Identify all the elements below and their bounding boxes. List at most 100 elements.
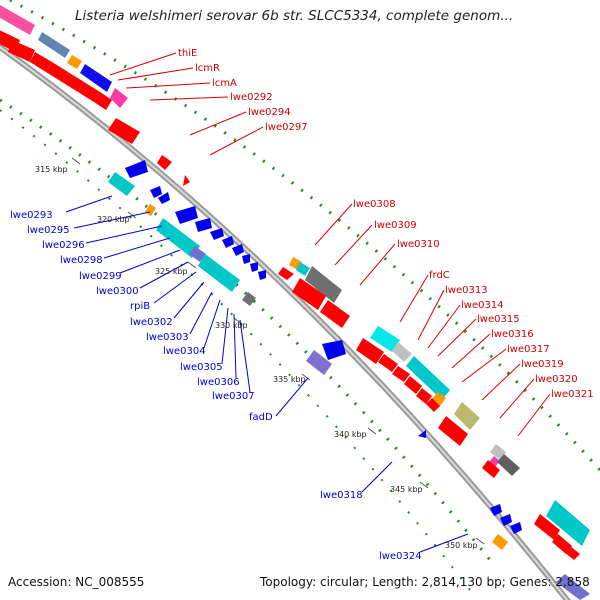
reverse-gene-labels: lwe0293 lwe0295 lwe0296 lwe0298 lwe0299 …	[10, 210, 422, 562]
length-label: Length:	[372, 575, 418, 589]
gene-arrow	[157, 155, 172, 170]
gene-block	[305, 266, 342, 303]
forward-genes	[0, 5, 590, 546]
gene-block	[80, 64, 112, 92]
gene-arrow	[8, 40, 35, 62]
gene-label: lwe0319	[521, 359, 564, 370]
accession-info: Accession: NC_008555	[8, 575, 144, 589]
gene-label: lwe0303	[146, 332, 189, 343]
accession-label: Accession:	[8, 575, 72, 589]
gene-label: lwe0318	[320, 490, 363, 501]
map-title: Listeria welshimeri serovar 6b str. SLCC…	[75, 8, 514, 24]
scale-label: 350 kbp	[445, 541, 478, 550]
gene-block	[156, 218, 200, 258]
gene-arrow	[426, 398, 440, 412]
gene-block	[370, 326, 400, 352]
gene-label: lwe0293	[10, 210, 53, 221]
reverse-arrows	[125, 160, 522, 534]
leader-lines-forward	[109, 52, 551, 437]
gene-label: lwe0317	[507, 344, 550, 355]
gene-arrow	[232, 244, 244, 256]
gene-arrow	[378, 354, 398, 372]
gene-label: frdC	[429, 270, 450, 281]
gene-block	[497, 454, 520, 476]
gene-block	[145, 204, 156, 216]
gene-label: rpiB	[130, 301, 150, 312]
genes-label: Genes:	[509, 575, 552, 589]
scale-label: 340 kbp	[334, 430, 367, 439]
separator: ;	[501, 575, 506, 589]
gene-arrow	[500, 514, 512, 526]
gene-arrow	[150, 186, 162, 198]
gene-block	[492, 534, 508, 550]
gene-arrow	[78, 82, 100, 102]
gene-arrow	[490, 504, 502, 516]
gene-arrow	[108, 118, 140, 144]
gene-block	[392, 342, 412, 362]
gene-arrow	[534, 514, 560, 540]
gene-block	[546, 500, 590, 546]
genome-summary: Topology: circular; Length: 2,814,130 bp…	[260, 575, 590, 589]
gene-label: lwe0306	[197, 377, 240, 388]
gene-block	[432, 392, 446, 406]
forward-gene-labels: thiE lcmR lcmA lwe0292 lwe0294 lwe0297 l…	[178, 48, 594, 400]
gene-label: lwe0308	[353, 199, 396, 210]
gene-block	[67, 55, 82, 69]
gene-block	[38, 32, 70, 58]
gene-label: lwe0299	[79, 271, 122, 282]
gene-label: lwe0316	[491, 329, 534, 340]
gene-block	[110, 88, 128, 108]
topology-value: circular	[319, 575, 365, 589]
gene-block	[406, 356, 450, 400]
gene-arrow	[416, 388, 432, 404]
genes-value: 2,858	[555, 575, 590, 589]
gene-block	[454, 402, 480, 430]
gene-arrow	[210, 228, 224, 240]
scale-label: 320 kbp	[97, 215, 130, 224]
topology-label: Topology:	[260, 575, 317, 589]
gene-label: lwe0309	[374, 220, 417, 231]
gene-arrow	[250, 262, 258, 272]
gene-label: lwe0321	[551, 389, 594, 400]
gene-label: fadD	[249, 412, 273, 423]
gene-arrow	[222, 236, 234, 248]
gene-label: lwe0298	[60, 255, 103, 266]
scale-ticks	[71, 157, 485, 545]
gene-label: lwe0320	[535, 374, 578, 385]
gene-label: lcmR	[195, 63, 220, 74]
scale-label: 315 kbp	[35, 165, 68, 174]
gene-arrow	[62, 72, 84, 92]
gene-block	[296, 262, 310, 276]
gene-arrow	[292, 278, 326, 310]
gene-arrow	[30, 52, 52, 72]
length-value: 2,814,130 bp	[421, 575, 502, 589]
gene-arrow	[158, 192, 170, 204]
gene-label: lwe0305	[180, 362, 223, 373]
scale-label: 345 kbp	[390, 485, 423, 494]
gene-label: thiE	[178, 48, 197, 59]
gene-arrow	[125, 160, 148, 178]
gene-block	[189, 246, 206, 262]
gene-arrow	[438, 416, 468, 446]
gene-arrow	[183, 175, 190, 186]
gene-block	[306, 350, 332, 375]
gene-label: lwe0300	[96, 286, 139, 297]
gene-label: lwe0315	[477, 314, 520, 325]
reverse-genes	[108, 172, 590, 600]
gene-arrow	[404, 376, 422, 394]
gene-label: lwe0296	[42, 240, 85, 251]
gene-block	[490, 444, 506, 460]
gene-arrow	[510, 522, 522, 534]
gene-arrow	[322, 340, 346, 360]
gene-arrow	[356, 338, 384, 364]
gene-arrow	[320, 300, 350, 328]
gene-label: lwe0324	[379, 551, 422, 562]
gene-label: lwe0295	[27, 225, 70, 236]
gene-arrow	[258, 270, 266, 280]
gene-arrow	[278, 267, 294, 280]
gene-block	[242, 292, 256, 306]
gene-arrow	[46, 62, 68, 82]
leader-lines-reverse	[65, 195, 469, 553]
gene-label: lwe0292	[230, 92, 273, 103]
